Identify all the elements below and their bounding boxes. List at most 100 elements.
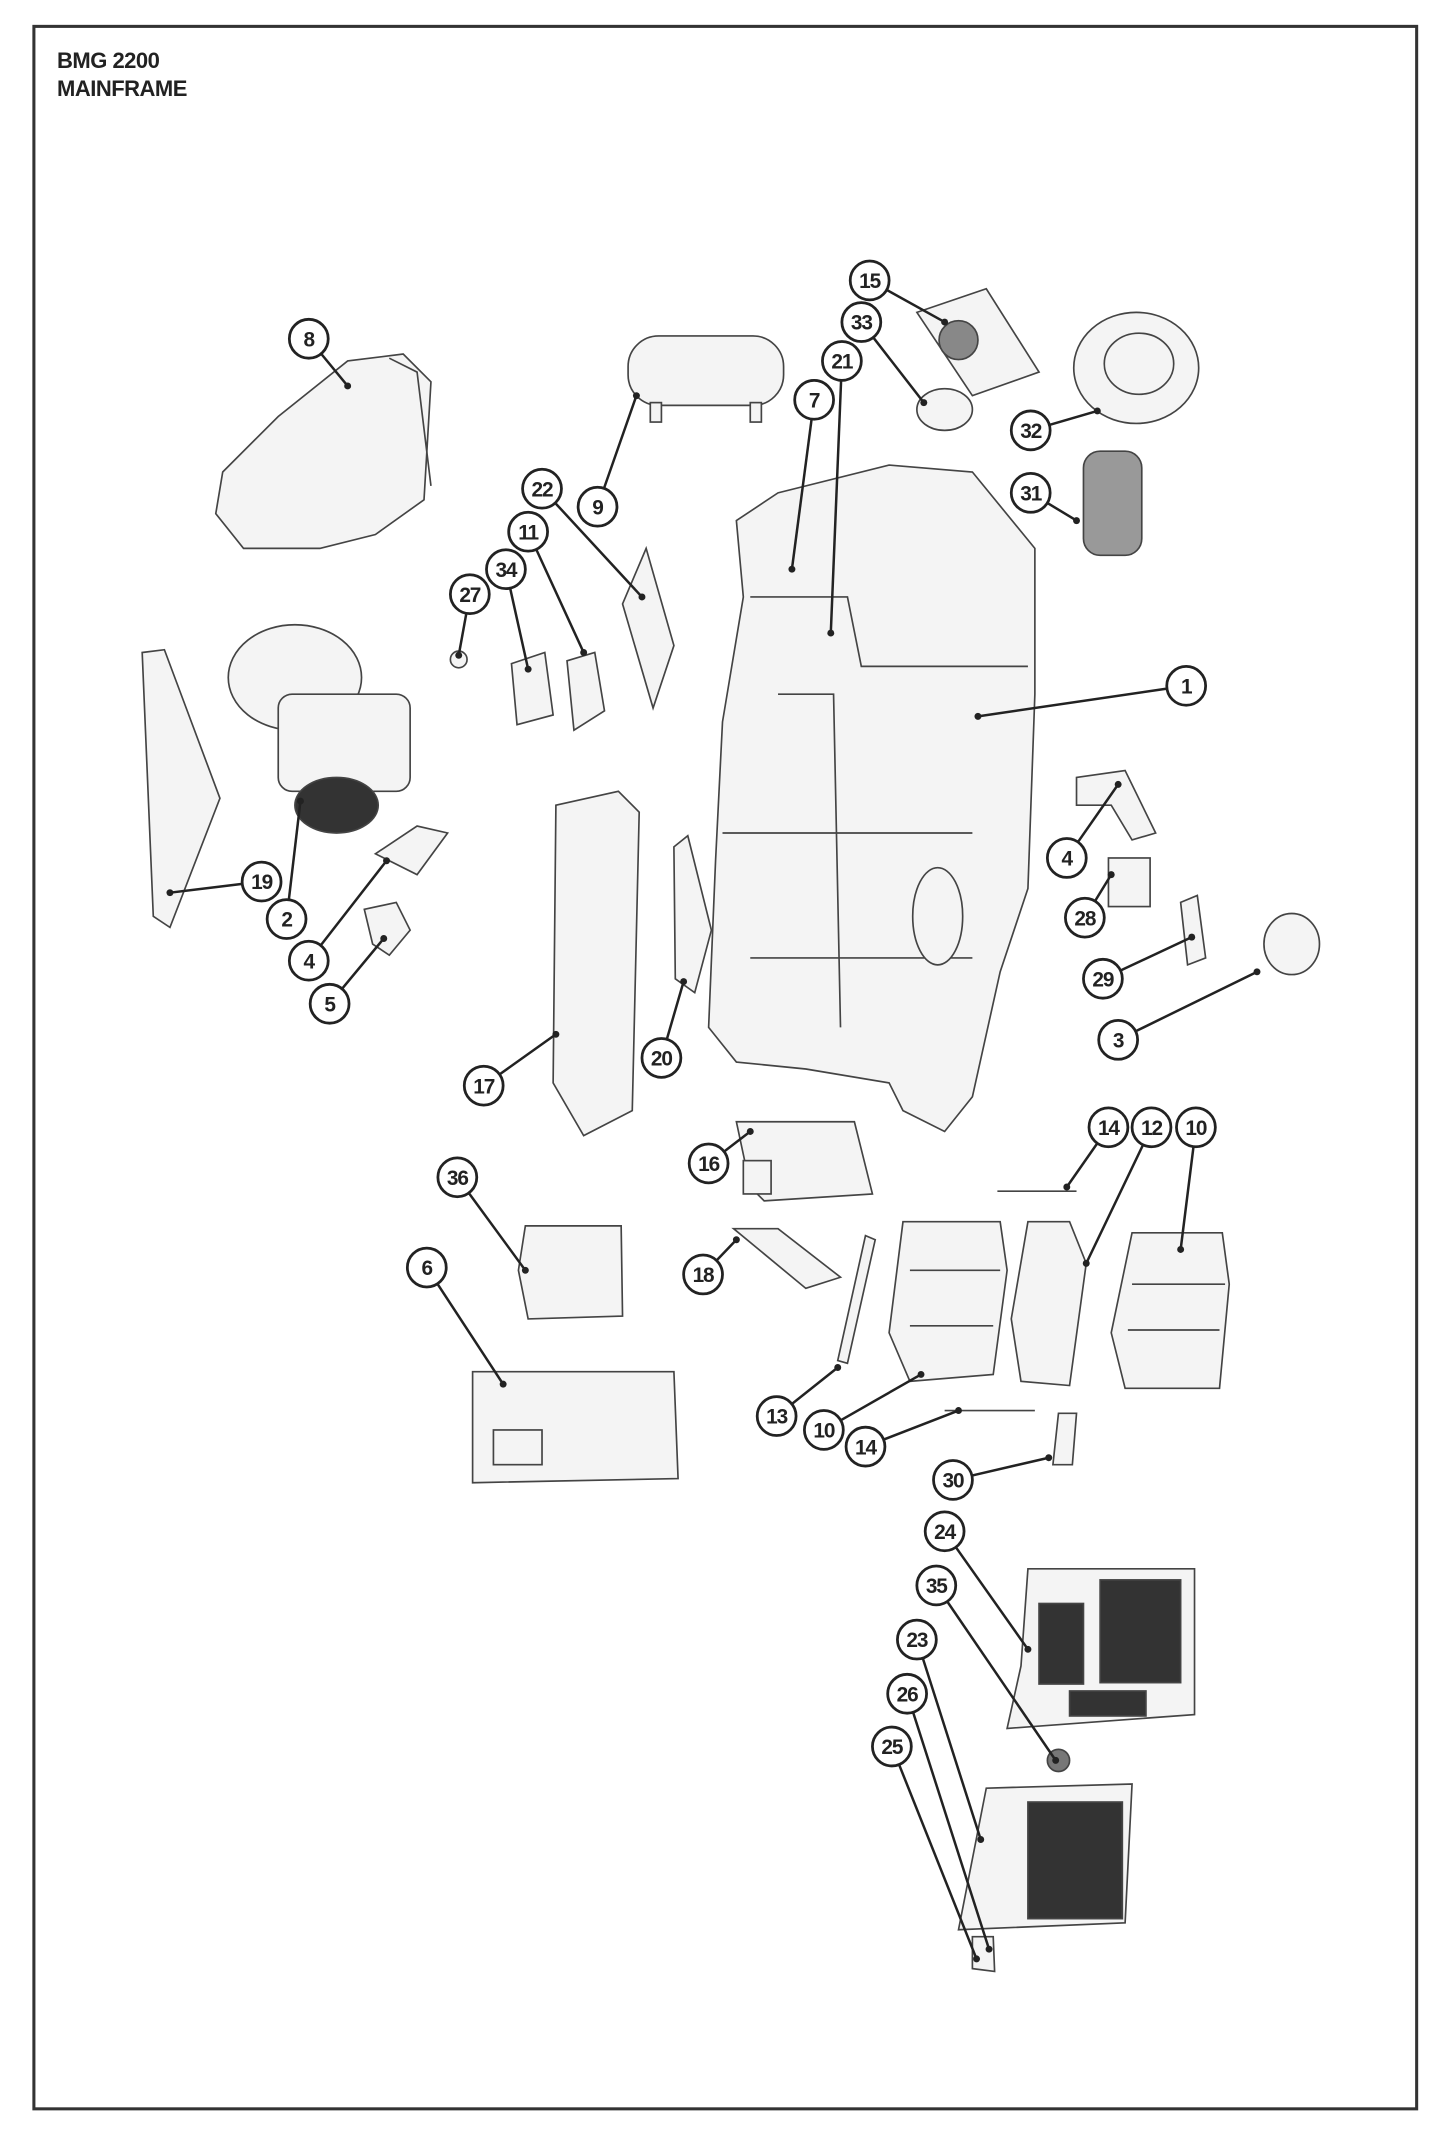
- callout-17: 17: [462, 1030, 560, 1107]
- part-electrical-box: [471, 1370, 679, 1484]
- leader-line: [886, 288, 946, 324]
- leader-line: [508, 587, 530, 670]
- leader-dot: [524, 665, 532, 673]
- leader-dot: [746, 1128, 754, 1135]
- callout-number: 28: [1074, 907, 1095, 930]
- leader-line: [1049, 409, 1098, 427]
- part-small-panel: [673, 834, 713, 995]
- callout-number: 29: [1092, 968, 1113, 991]
- callout-4: 4: [1045, 780, 1122, 879]
- part-elbow-2: [363, 901, 412, 957]
- leader-dot: [732, 1236, 740, 1244]
- callout-9: 9: [576, 392, 640, 528]
- part-vent: [1038, 1602, 1085, 1685]
- callout-circle: [848, 259, 891, 302]
- callout-24: 24: [923, 1510, 1032, 1653]
- leader-line: [872, 336, 925, 404]
- callout-circle: [844, 1425, 887, 1468]
- leader-dot: [296, 797, 304, 805]
- callout-12: 12: [1082, 1106, 1173, 1267]
- leader-line: [791, 1366, 839, 1405]
- callout-22: 22: [521, 467, 646, 601]
- callout-circle: [287, 939, 330, 982]
- leader-line: [1085, 1144, 1145, 1264]
- leader-dot: [1024, 1645, 1032, 1653]
- leader-dot: [1177, 1246, 1185, 1253]
- callout-number: 10: [813, 1420, 834, 1443]
- callout-circle: [1097, 1019, 1139, 1061]
- leader-line: [897, 1764, 978, 1960]
- part-tank-foot: [749, 401, 763, 423]
- leader-dot: [1107, 871, 1115, 879]
- callout-circle: [793, 379, 835, 421]
- callout-circle: [682, 1253, 724, 1296]
- leader-dot: [973, 1955, 981, 1963]
- leader-dot: [1082, 1259, 1090, 1267]
- callout-2: 2: [265, 797, 308, 940]
- callout-34: 34: [485, 548, 532, 673]
- leader-line: [829, 380, 843, 634]
- leader-line: [320, 352, 349, 387]
- leader-line: [498, 1033, 557, 1076]
- callout-27: 27: [449, 573, 491, 659]
- callout-4: 4: [287, 857, 390, 982]
- callout-circle: [287, 317, 330, 360]
- callout-circle: [1009, 409, 1052, 452]
- part-control-box: [517, 1225, 624, 1320]
- callout-number: 17: [473, 1075, 494, 1098]
- part-bracket: [731, 1227, 843, 1290]
- callout-number: 26: [897, 1683, 918, 1706]
- model-title: BMG 2200: [57, 48, 160, 73]
- leader-dot: [552, 1030, 560, 1038]
- callout-circle: [640, 1037, 683, 1079]
- part-battery-pack-2: [1110, 1231, 1231, 1390]
- callout-number: 14: [855, 1436, 877, 1459]
- callout-5: 5: [308, 935, 388, 1025]
- leader-dot: [941, 318, 949, 326]
- leader-dot: [499, 1380, 507, 1388]
- section-title: MAINFRAME: [57, 76, 187, 101]
- callout-number: 24: [934, 1521, 956, 1544]
- callout-29: 29: [1082, 933, 1196, 1000]
- leader-dot: [580, 649, 588, 656]
- part-blower-fan: [294, 776, 380, 834]
- callout-18: 18: [682, 1236, 740, 1296]
- callout-circle: [687, 1142, 730, 1185]
- leader-dot: [680, 978, 688, 986]
- leader-dot: [1052, 1756, 1060, 1764]
- parts: [141, 287, 1321, 1973]
- callout-8: 8: [287, 317, 352, 390]
- leader-line: [554, 502, 643, 598]
- leader-dot: [955, 1407, 962, 1414]
- leader-dot: [827, 629, 835, 637]
- leader-dot: [638, 593, 646, 601]
- callout-circle: [871, 1725, 913, 1768]
- part-tank-foot: [649, 401, 663, 423]
- leader-line: [723, 1130, 752, 1153]
- callout-circle: [886, 1672, 928, 1715]
- part-elbow: [373, 825, 450, 876]
- part-cover-panel: [552, 790, 641, 1137]
- leader-dot: [1188, 933, 1196, 941]
- callout-circle: [485, 548, 527, 591]
- callout-26: 26: [886, 1672, 993, 1953]
- callout-21: 21: [821, 340, 863, 637]
- part-vent-4: [1027, 1801, 1124, 1920]
- callout-circle: [1045, 837, 1088, 879]
- callout-circle: [803, 1409, 845, 1451]
- callout-number: 23: [906, 1629, 927, 1652]
- leader-dot: [788, 565, 796, 573]
- callout-number: 11: [518, 521, 538, 544]
- callout-number: 27: [459, 584, 480, 607]
- leader-dot: [920, 399, 928, 407]
- callout-11: 11: [507, 510, 588, 656]
- callout-19: 19: [166, 860, 283, 903]
- leader-line: [665, 981, 685, 1040]
- callout-number: 4: [1062, 848, 1074, 871]
- callout-1: 1: [974, 665, 1208, 720]
- callout-circle: [1165, 665, 1208, 707]
- callout-31: 31: [1009, 472, 1080, 525]
- part-vent-2: [1099, 1579, 1182, 1684]
- leader-line: [602, 395, 638, 489]
